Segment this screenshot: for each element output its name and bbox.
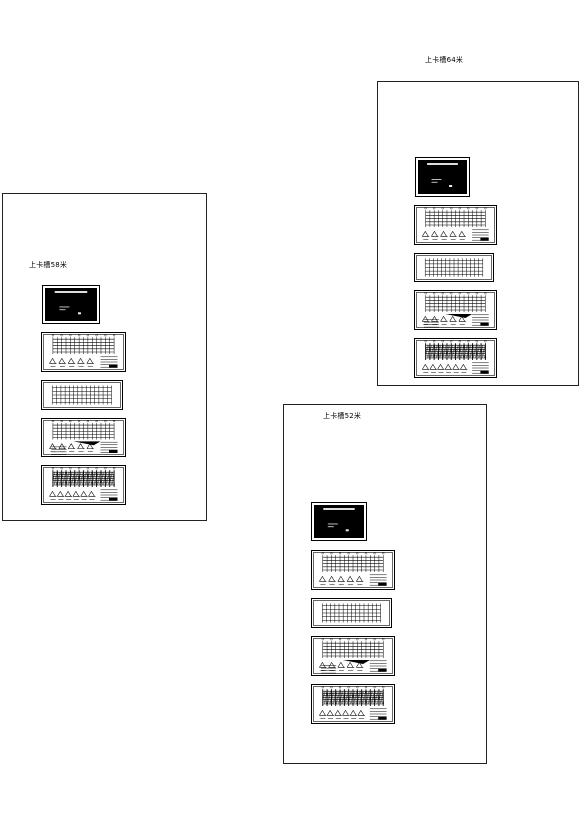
drawing-preview (311, 550, 395, 590)
plan-with-details-thumbnail[interactable] (414, 205, 497, 245)
plan-with-notes-thumbnail[interactable] (311, 636, 395, 676)
drawing-preview (41, 332, 126, 372)
drawing-preview (311, 684, 395, 724)
plan-with-notes-thumbnail[interactable] (41, 418, 126, 457)
drawing-sheet-58: 上卡槽58米 (2, 193, 207, 521)
drawing-preview (414, 290, 497, 330)
drawing-preview (414, 253, 494, 282)
drawing-sheet-52: 上卡槽52米 (283, 404, 487, 764)
roof-plan-thumbnail[interactable] (311, 684, 395, 724)
plan-with-details-thumbnail[interactable] (41, 332, 126, 372)
drawing-preview (415, 157, 470, 197)
drawing-preview (42, 285, 100, 324)
drawing-preview (41, 418, 126, 457)
drawing-preview (311, 598, 392, 628)
cover-sheet-thumbnail[interactable] (42, 285, 100, 324)
roof-plan-thumbnail[interactable] (41, 465, 126, 505)
drawing-preview (414, 338, 497, 378)
drawing-preview (311, 636, 395, 676)
drawing-preview (414, 205, 497, 245)
plan-with-details-thumbnail[interactable] (311, 550, 395, 590)
plan-simple-thumbnail[interactable] (414, 253, 494, 282)
drawing-preview (311, 502, 367, 541)
cover-sheet-thumbnail[interactable] (311, 502, 367, 541)
plan-with-notes-thumbnail[interactable] (414, 290, 497, 330)
drawing-preview (41, 380, 123, 410)
plan-simple-thumbnail[interactable] (311, 598, 392, 628)
roof-plan-thumbnail[interactable] (414, 338, 497, 378)
sheet-title: 上卡槽64米 (425, 56, 464, 64)
cover-sheet-thumbnail[interactable] (415, 157, 470, 197)
drawing-sheet-64: 上卡槽64米 (377, 56, 579, 386)
drawing-preview (41, 465, 126, 505)
sheet-title: 上卡槽52米 (323, 412, 362, 420)
plan-simple-thumbnail[interactable] (41, 380, 123, 410)
sheet-title: 上卡槽58米 (29, 261, 68, 269)
